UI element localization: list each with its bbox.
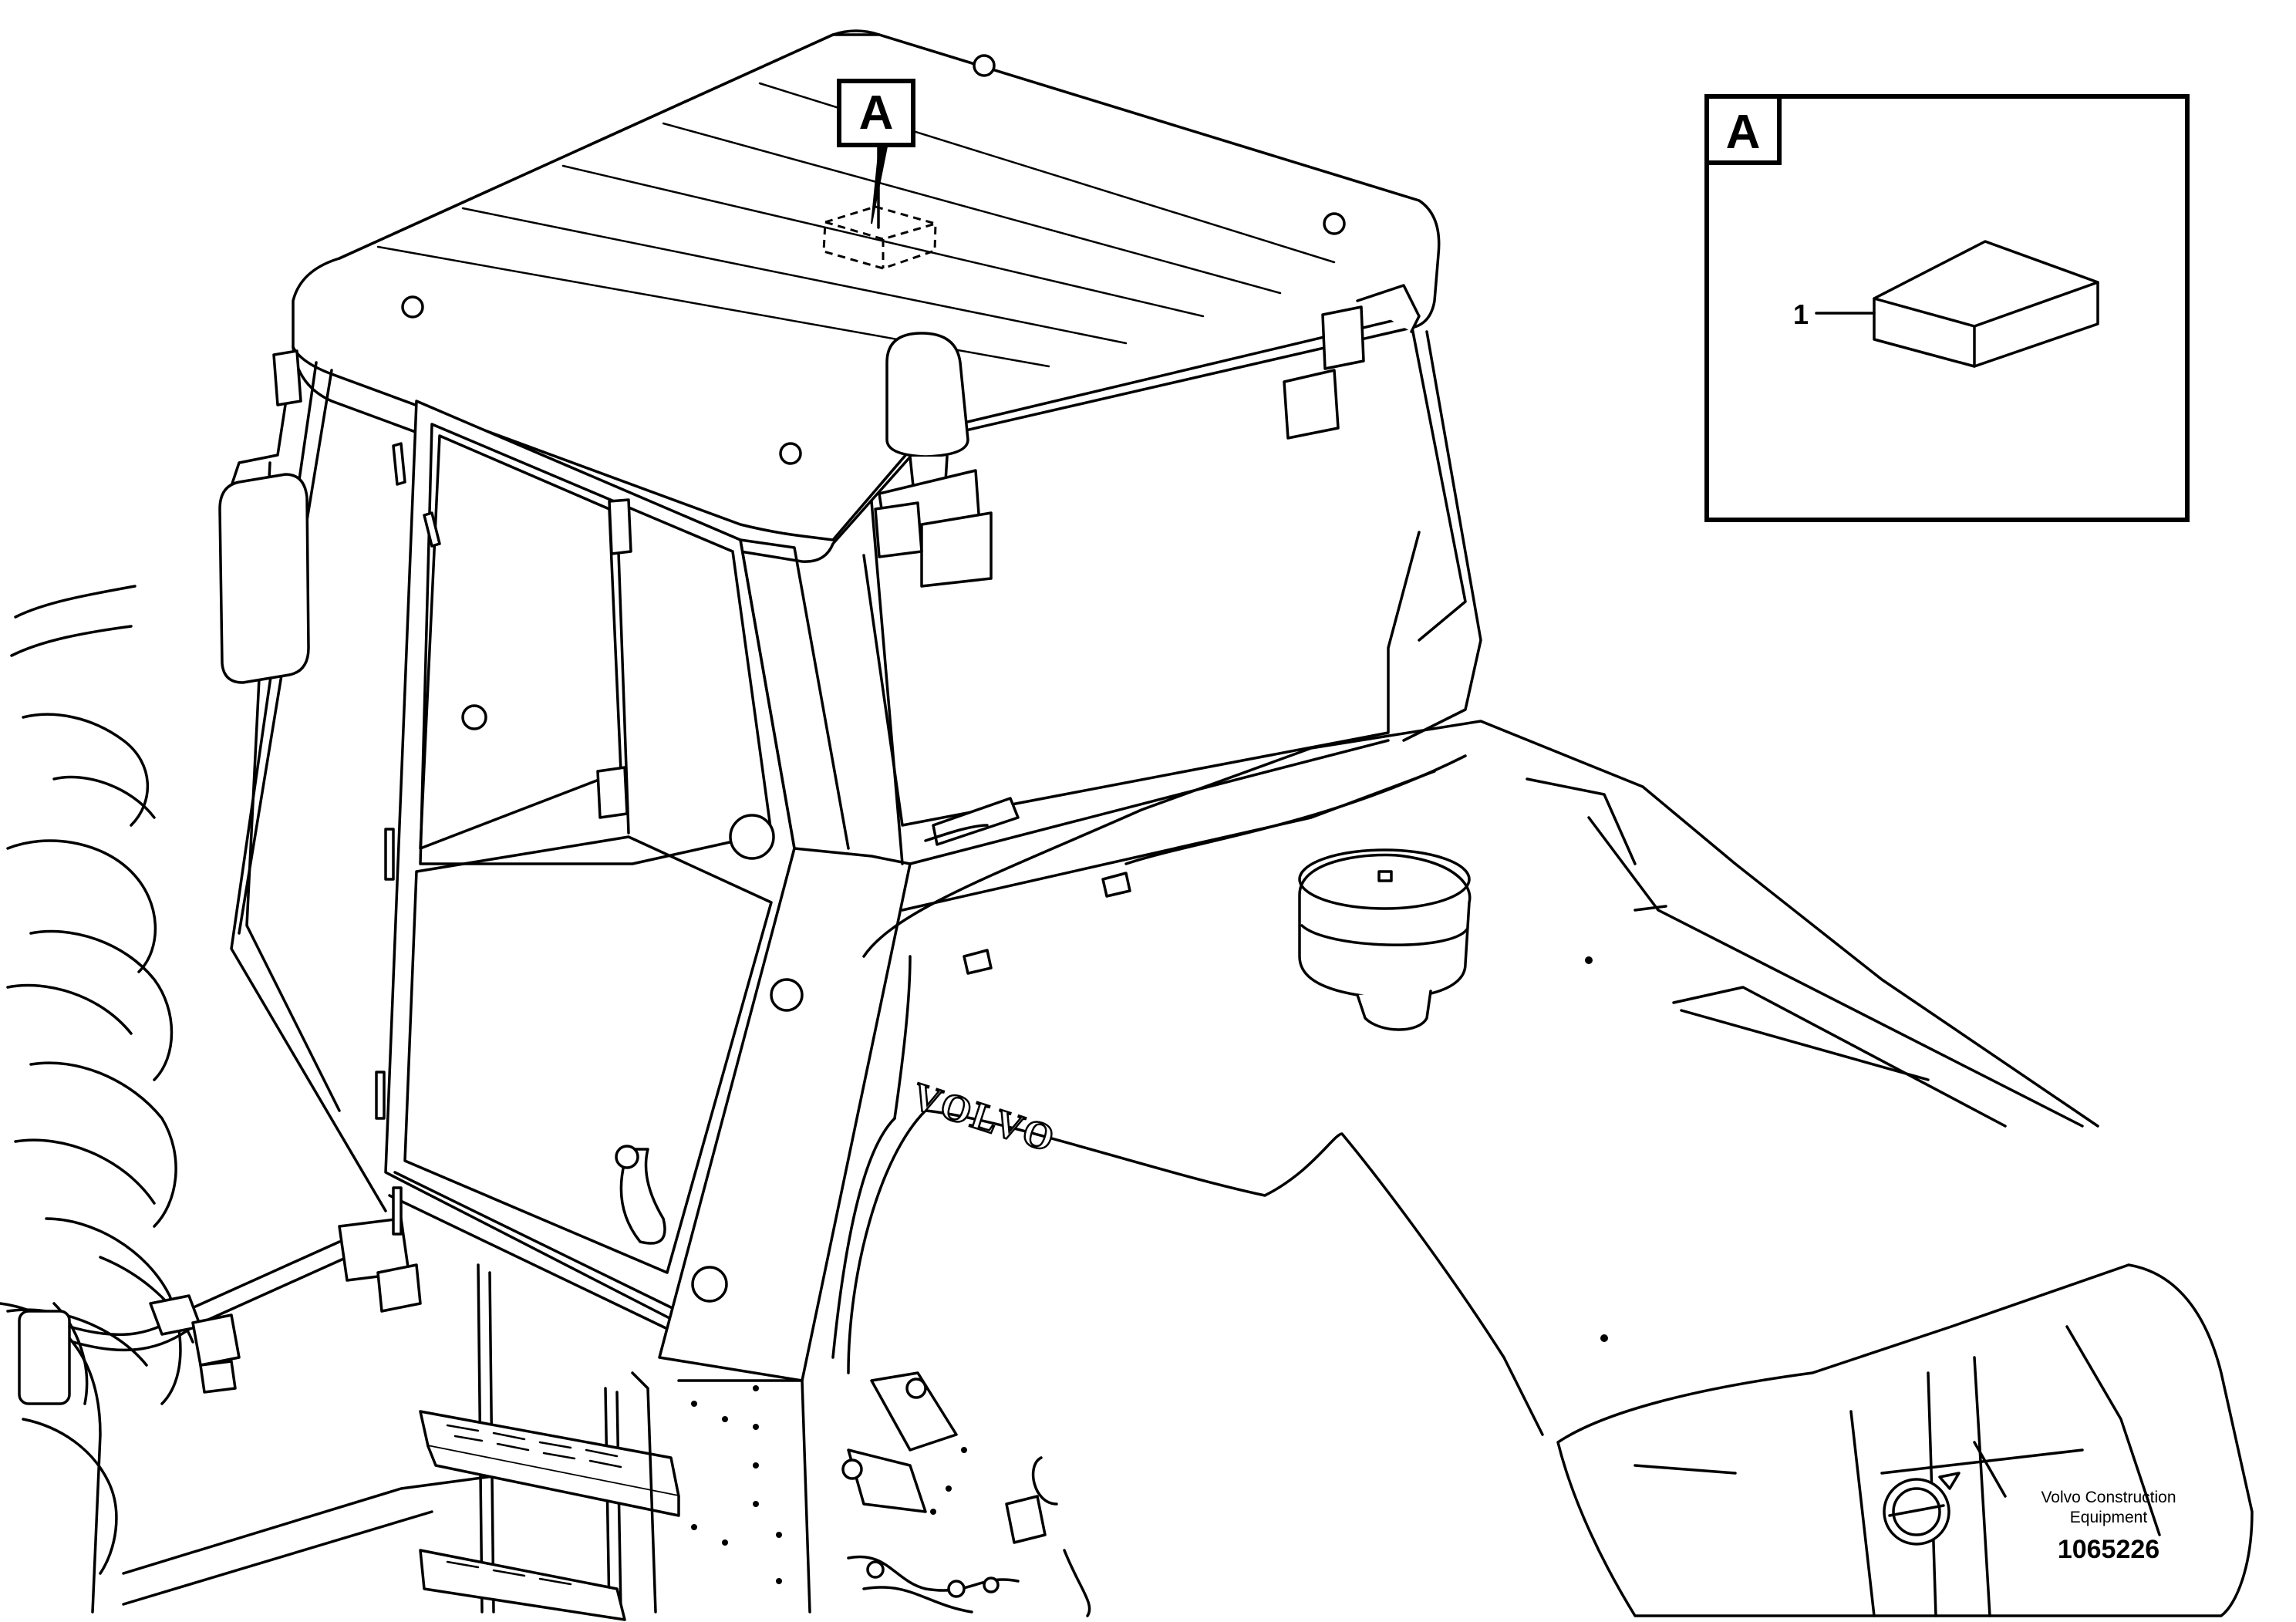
callout-a-marker: A (837, 79, 915, 147)
drawing-footer: Volvo Construction Equipment 1065226 (2041, 1489, 2176, 1564)
rear-view-mirror (218, 349, 310, 684)
detail-callout-label: A (1726, 106, 1761, 159)
hydraulic-components (841, 1371, 1091, 1617)
volvo-brand-embossing: VOLVO (906, 1073, 1062, 1162)
air-precleaner (1298, 848, 1472, 1031)
engine-hood (831, 720, 2254, 1617)
cab-body (230, 284, 1482, 1382)
callout-a-label: A (859, 86, 894, 140)
svg-text:VOLVO: VOLVO (908, 1074, 1062, 1161)
volvo-iron-mark-emblem (1883, 1472, 1961, 1546)
hidden-part-location (822, 143, 937, 270)
access-ladder (419, 1263, 680, 1621)
hose-bundle (68, 1217, 422, 1394)
item-number-label: 1 (1793, 298, 1809, 330)
part-block (1873, 240, 2099, 368)
side-panel (677, 1379, 811, 1614)
document-number: 1065226 (2058, 1535, 2159, 1564)
company-name-line1: Volvo Construction (2041, 1489, 2176, 1506)
beacon-light (874, 332, 993, 588)
company-name-line2: Equipment (2070, 1509, 2148, 1526)
detail-view-a: A 1 (1704, 94, 2190, 522)
work-light-right (1283, 305, 1365, 440)
